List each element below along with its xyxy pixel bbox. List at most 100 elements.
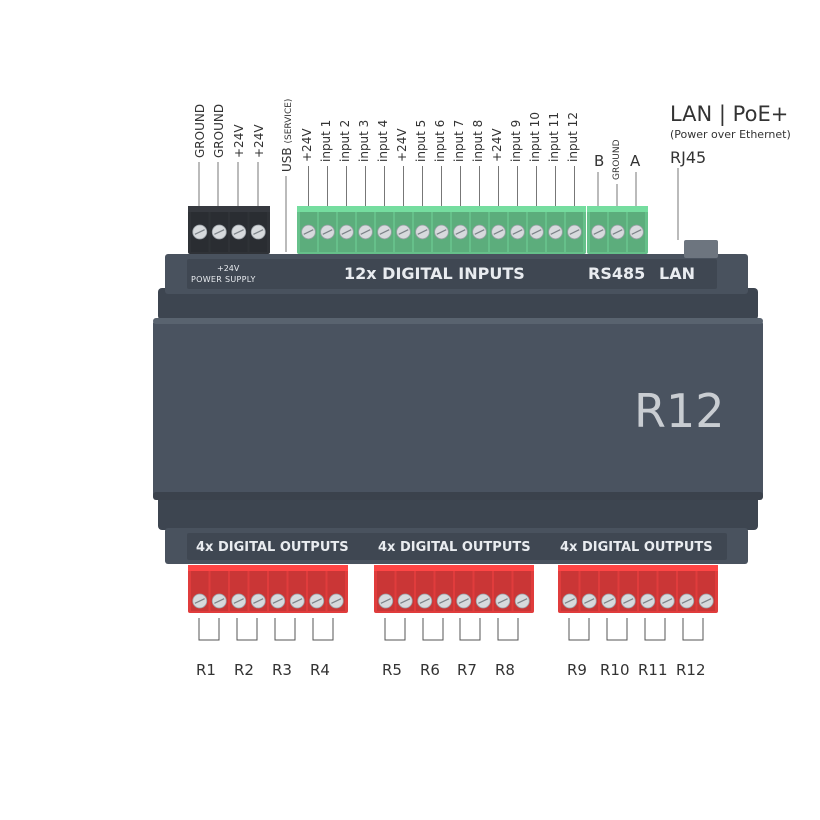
output-terminal-blocks <box>188 565 718 613</box>
rs485-terminal <box>587 206 648 254</box>
screw-slot <box>233 598 244 604</box>
screw-slot <box>214 598 225 604</box>
relay-bracket <box>384 618 406 641</box>
output-terminal-3-ridge <box>558 565 718 571</box>
power-terminal-ridge <box>188 206 270 212</box>
relay-label-r11: R11 <box>638 661 668 679</box>
screw-slot <box>517 598 528 604</box>
lan-callout-subtitle: (Power over Ethernet) <box>670 128 791 141</box>
screw-slot <box>214 229 225 235</box>
screw-slot <box>497 598 508 604</box>
screw-slot <box>531 229 542 235</box>
relay-bracket <box>236 618 258 641</box>
main-body <box>153 318 763 500</box>
screw-slot <box>612 229 623 235</box>
power-label-ground-1: GROUND <box>193 103 207 158</box>
screw-slot <box>379 229 390 235</box>
relay-bracket <box>198 618 220 641</box>
output-terminal-2-ridge <box>374 565 534 571</box>
output-group-label-2: 4x DIGITAL OUTPUTS <box>378 540 531 555</box>
input-label-10: input 8 <box>471 119 485 162</box>
input-label-12: input 9 <box>509 119 523 162</box>
relay-label-r8: R8 <box>495 661 515 679</box>
relay-label-r3: R3 <box>272 661 292 679</box>
screw-slot <box>478 598 489 604</box>
relay-label-r6: R6 <box>420 661 440 679</box>
screw-slot <box>603 598 614 604</box>
screw-slot <box>681 598 692 604</box>
usb-label: USB (SERVICE) <box>280 99 294 172</box>
relay-bracket <box>274 618 296 641</box>
screw-slot <box>564 598 575 604</box>
screw-slot <box>642 598 653 604</box>
screw-slot <box>550 229 561 235</box>
power-terminal-block <box>188 206 270 254</box>
rs485-terminal-block <box>587 206 648 254</box>
input-label-9: input 7 <box>452 119 466 162</box>
input-label-8: input 6 <box>433 119 447 162</box>
screw-slot <box>512 229 523 235</box>
screw-slot <box>233 229 244 235</box>
relay-label-r4: R4 <box>310 661 330 679</box>
bottom-rail <box>158 496 758 530</box>
screw-slot <box>303 229 314 235</box>
power-supply-voltage: +24V <box>217 264 240 273</box>
input-terminal-ridge <box>297 206 586 212</box>
relay-bracket <box>568 618 590 641</box>
power-label-24v-2: +24V <box>252 124 266 158</box>
input-label-2: input 1 <box>319 119 333 162</box>
input-label-13: input 10 <box>528 112 542 162</box>
output-terminal-1-ridge <box>188 565 348 571</box>
screw-slot <box>436 229 447 235</box>
screw-slot <box>631 229 642 235</box>
rs485-panel-label: RS485 <box>588 264 646 283</box>
screw-slot <box>360 229 371 235</box>
relay-label-r2: R2 <box>234 661 254 679</box>
screw-slot <box>272 598 283 604</box>
input-label-4: input 3 <box>357 119 371 162</box>
input-label-11: +24V <box>490 128 504 162</box>
screw-slot <box>194 598 205 604</box>
usb-label-main: USB <box>280 147 294 172</box>
input-terminal <box>297 206 586 254</box>
relay-brackets <box>198 618 704 641</box>
screw-slot <box>331 598 342 604</box>
screw-slot <box>400 598 411 604</box>
relay-label-r1: R1 <box>196 661 216 679</box>
output-terminal-2 <box>374 565 534 613</box>
inputs-title: 12x DIGITAL INPUTS <box>344 264 525 283</box>
leader-lines <box>198 162 637 252</box>
relay-label-r12: R12 <box>676 661 706 679</box>
screw-slot <box>458 598 469 604</box>
rs485-terminal-ridge <box>587 206 648 212</box>
screw-slot <box>417 229 428 235</box>
screw-slot <box>253 229 264 235</box>
screw-slot <box>341 229 352 235</box>
relay-bracket <box>644 618 666 641</box>
screw-slot <box>398 229 409 235</box>
screw-slot <box>623 598 634 604</box>
input-label-14: input 11 <box>547 112 561 162</box>
relay-bracket <box>312 618 334 641</box>
screw-slot <box>455 229 466 235</box>
top-rail <box>158 288 758 320</box>
screw-slot <box>419 598 430 604</box>
relay-bracket <box>497 618 519 641</box>
screw-slot <box>311 598 322 604</box>
relay-bracket <box>422 618 444 641</box>
output-terminal-1 <box>188 565 348 613</box>
screw-slot <box>662 598 673 604</box>
input-label-5: input 4 <box>376 119 390 162</box>
screw-slot <box>439 598 450 604</box>
input-label-1: +24V <box>300 128 314 162</box>
power-terminal <box>188 206 270 254</box>
lan-callout-title: LAN | PoE+ <box>670 102 789 126</box>
relay-label-r5: R5 <box>382 661 402 679</box>
screw-slot <box>584 598 595 604</box>
screw-slot <box>194 229 205 235</box>
power-supply-label: POWER SUPPLY <box>191 275 256 284</box>
input-label-3: input 2 <box>338 119 352 162</box>
screw-slot <box>474 229 485 235</box>
screw-slot <box>701 598 712 604</box>
